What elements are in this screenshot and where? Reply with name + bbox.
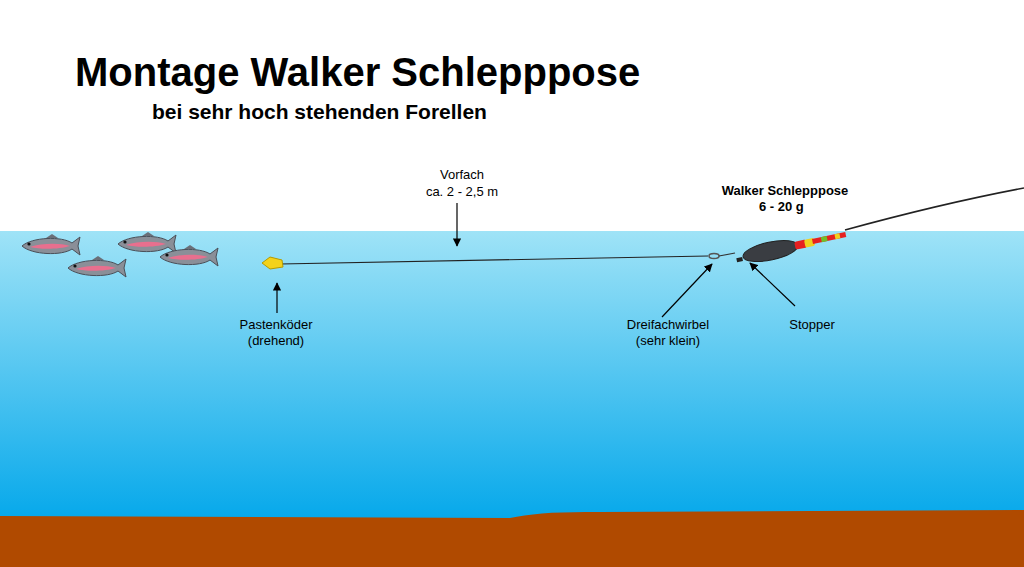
- dimension: 6 - 20 g: [759, 199, 804, 214]
- part-note: (sehr klein): [636, 333, 700, 348]
- part-label: Dreifachwirbel: [627, 317, 709, 332]
- swivel: [709, 253, 735, 259]
- lake-bottom: [0, 510, 1024, 567]
- float: [734, 226, 847, 267]
- dimension: ca. 2 - 2,5 m: [426, 184, 498, 199]
- leader-line: [280, 256, 708, 264]
- main-line: [845, 188, 1024, 230]
- part-label: Vorfach: [440, 167, 484, 182]
- part-label: Walker Schlepppose: [722, 183, 849, 198]
- paste-bait: [262, 257, 283, 269]
- diagram-title: Montage Walker Schlepppose: [75, 50, 640, 95]
- part-label: Stopper: [789, 317, 835, 332]
- part-note: (drehend): [248, 333, 304, 348]
- pointer-lines: [277, 203, 795, 317]
- water: [0, 231, 1024, 531]
- trout-group: [22, 232, 218, 277]
- part-label: Pastenköder: [240, 317, 313, 332]
- subtitle: bei sehr hoch stehenden Forellen: [152, 100, 487, 124]
